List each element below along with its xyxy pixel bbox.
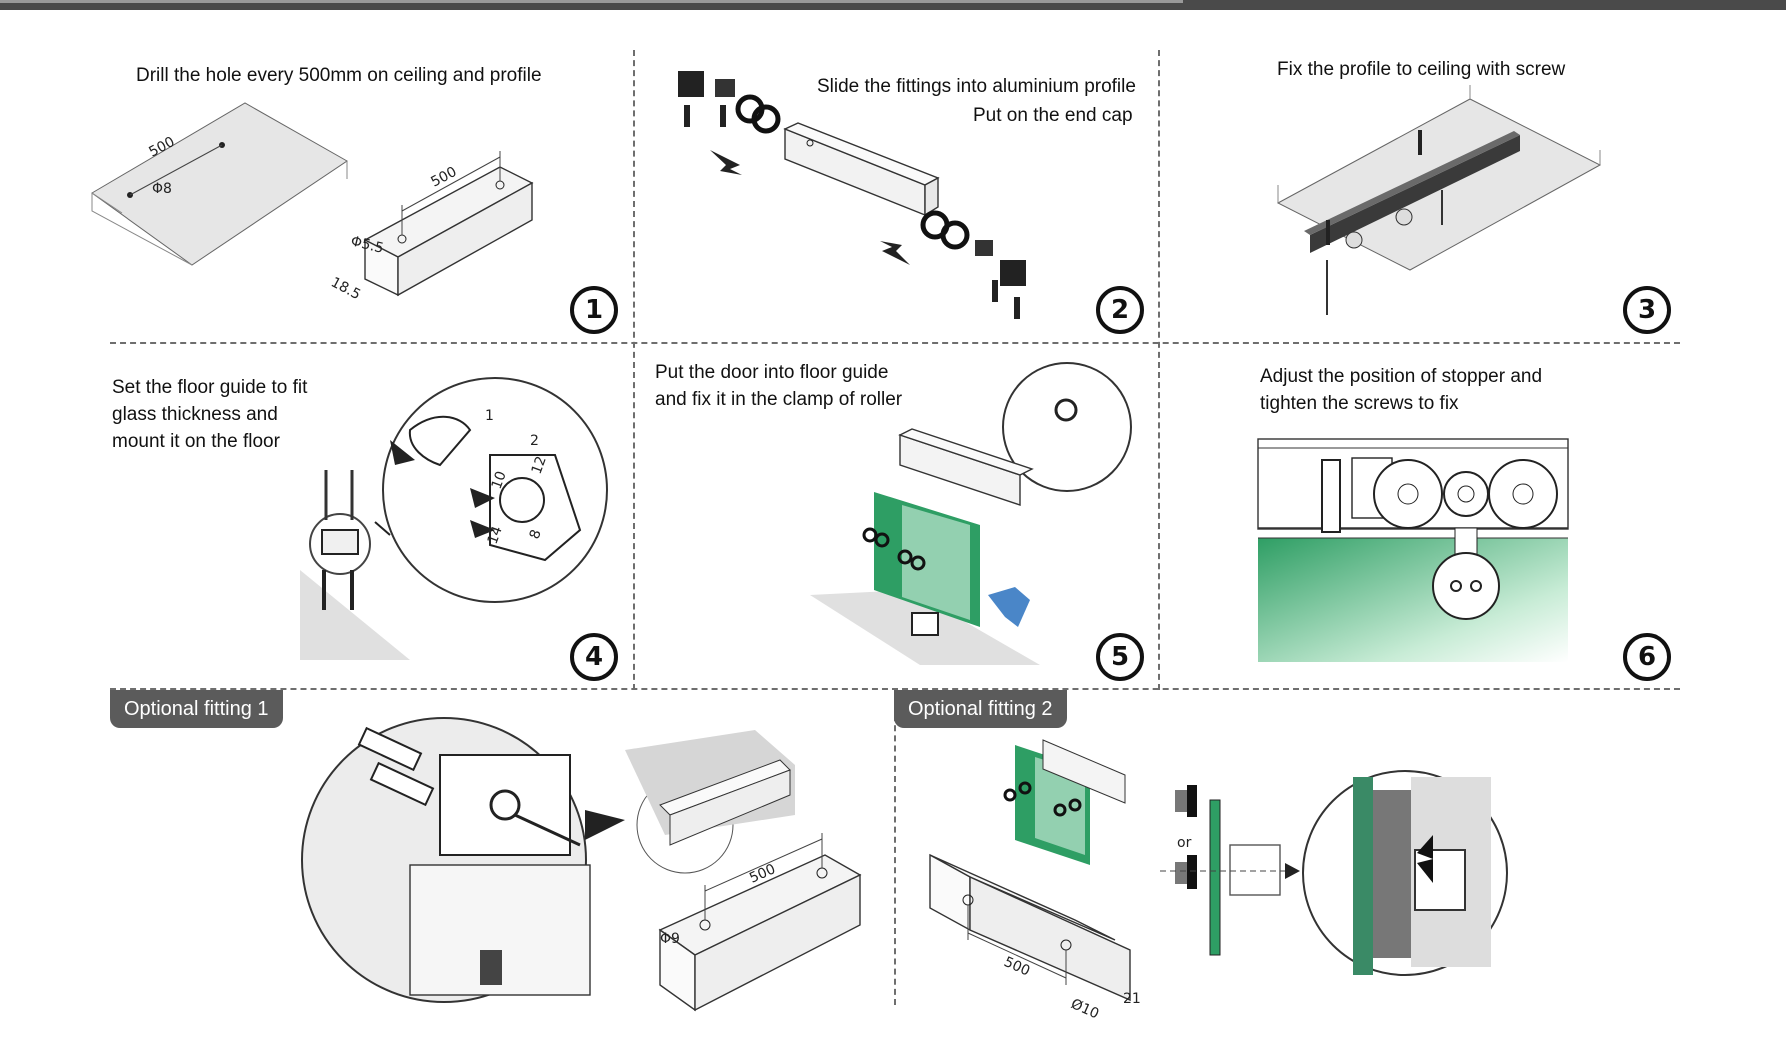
opt2-or-label: or <box>1177 835 1192 851</box>
step-1-number: 1 <box>570 286 618 334</box>
opt2-hole-label: Ø10 <box>1068 996 1101 1022</box>
divider-vertical-2 <box>1158 50 1160 690</box>
step-5-number: 5 <box>1096 633 1144 681</box>
stopper-screw-icon <box>1321 459 1341 533</box>
step-4-caption-line-2: glass thickness and <box>112 404 278 425</box>
ceiling-profile-icon <box>1310 135 1520 253</box>
clamp-icon <box>1432 552 1500 620</box>
rotate-arrow-icon <box>988 587 1030 627</box>
step-3-illustration <box>1276 85 1602 315</box>
guide-size-14: 14 <box>485 524 506 546</box>
top-border-bar <box>0 0 1786 10</box>
step-6-illustration <box>1257 438 1569 662</box>
top-border-highlight <box>0 0 1183 3</box>
step-1-illustration: 500 Φ8 500 Φ5.5 18.5 <box>91 102 534 303</box>
step-6-caption-line-2: tighten the screws to fix <box>1260 393 1459 414</box>
opt2-edge-label: 21 <box>1123 991 1141 1007</box>
divider-horizontal-1 <box>110 342 1680 344</box>
optional-fitting-2-illustration: 500 Ø10 21 or <box>929 739 1508 1022</box>
step-4-illustration: 1 2 10 12 14 8 <box>300 377 608 660</box>
step-6-caption-line-1: Adjust the position of stopper and <box>1260 366 1543 387</box>
optional-fitting-2-tag: Optional fitting 2 <box>894 690 1067 728</box>
opt2-spacing-label: 500 <box>1001 954 1032 979</box>
roller-detail-circle <box>1002 362 1132 492</box>
arrow-left-icon <box>880 241 910 265</box>
step-5-caption-line-2: and fix it in the clamp of roller <box>655 389 903 410</box>
step-2-caption-line-1: Slide the fittings into aluminium profil… <box>817 76 1136 97</box>
step-3-caption: Fix the profile to ceiling with screw <box>1277 59 1566 80</box>
divider-horizontal-2 <box>110 688 1680 690</box>
profile-depth-label: 18.5 <box>328 274 363 303</box>
door-glass-icon <box>1258 538 1568 662</box>
optional-fitting-1-illustration: 500 Φ9 <box>301 717 862 1012</box>
step-4-number: 4 <box>570 633 618 681</box>
guide-size-12: 12 <box>529 454 550 476</box>
divider-vertical-1 <box>633 50 635 690</box>
step-6-number: 6 <box>1623 633 1671 681</box>
guide-mark-1: 1 <box>485 408 494 424</box>
step-4-caption-line-1: Set the floor guide to fit <box>112 377 308 398</box>
arrow-right-icon <box>710 150 742 175</box>
guide-mark-2: 2 <box>530 433 539 449</box>
optional-fitting-1-tag: Optional fitting 1 <box>110 690 283 728</box>
opt1-hole-label: Φ9 <box>660 931 680 947</box>
step-1-caption: Drill the hole every 500mm on ceiling an… <box>136 65 542 86</box>
step-5-caption-line-1: Put the door into floor guide <box>655 362 889 383</box>
step-2-number: 2 <box>1096 286 1144 334</box>
profile-spacing-label: 500 <box>428 164 459 191</box>
ceiling-hole-label: Φ8 <box>152 181 172 197</box>
step-2-caption-line-2: Put on the end cap <box>973 105 1133 126</box>
step-3-number: 3 <box>1623 286 1671 334</box>
step-2-illustration <box>678 71 1026 319</box>
divider-vertical-optional <box>894 705 896 1005</box>
profile-hole-label: Φ5.5 <box>349 233 385 257</box>
step-4-caption-line-3: mount it on the floor <box>112 431 280 452</box>
guide-size-10: 10 <box>489 469 510 491</box>
end-cap-icon <box>678 71 704 97</box>
step-5-illustration <box>810 362 1132 665</box>
